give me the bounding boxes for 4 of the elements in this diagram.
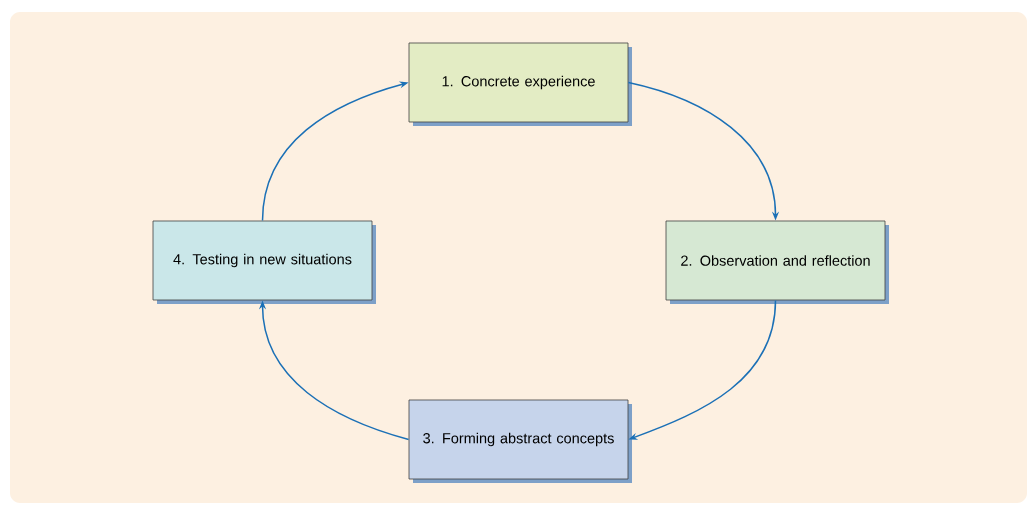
- process-box: 2. Observation and reflection: [665, 220, 889, 304]
- process-box: 3. Forming abstract concepts: [408, 399, 632, 483]
- process-box: 1. Concrete experience: [408, 42, 632, 126]
- process-box: 4. Testing in new situations: [152, 220, 376, 304]
